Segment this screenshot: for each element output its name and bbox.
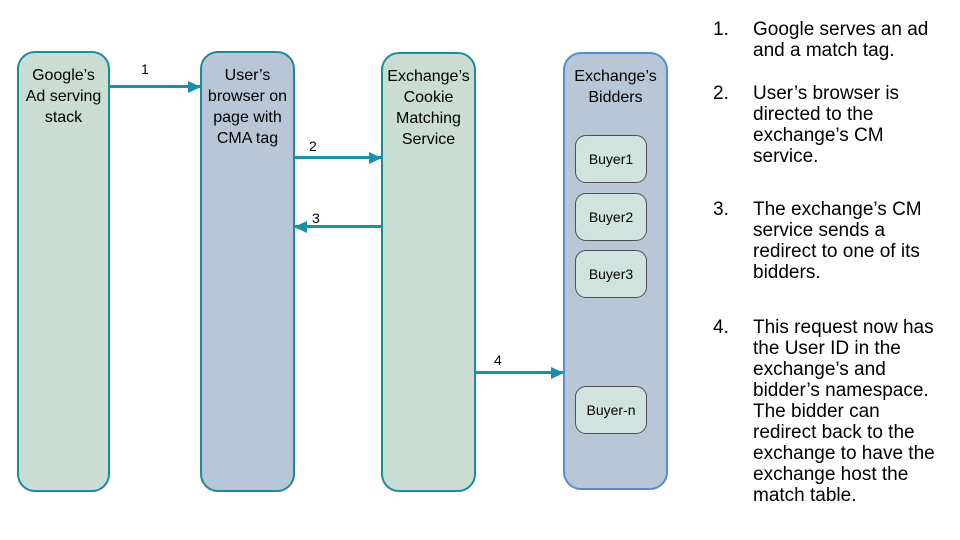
step-number-3: 3.: [713, 199, 729, 220]
buyer3-box: Buyer3: [575, 250, 647, 298]
node-label-exchange-cm-service: Exchange’s Cookie Matching Service: [387, 68, 470, 148]
arrow-4-number: 4: [494, 352, 502, 368]
buyer3-label: Buyer3: [588, 266, 634, 282]
node-exchange-bidders: Exchange’s Bidders Buyer1 Buyer2 Buyer3 …: [563, 52, 668, 490]
buyer1-label: Buyer1: [588, 151, 634, 167]
node-google-ad-stack: Google’s Ad serving stack: [17, 51, 110, 492]
node-user-browser: User’s browser on page with CMA tag: [200, 51, 295, 492]
node-label-google-ad-stack: Google’s Ad serving stack: [25, 67, 102, 126]
step-item-1: 1. Google serves an ad and a match tag.: [712, 19, 937, 61]
arrow-1: [110, 85, 200, 88]
arrow-2-number: 2: [309, 138, 317, 154]
arrow-2: [295, 156, 381, 159]
buyer-n-label: Buyer-n: [586, 402, 636, 418]
step-item-3: 3. The exchange’s CM service sends a red…: [712, 199, 937, 283]
arrow-3-number: 3: [312, 210, 320, 226]
step-number-2: 2.: [713, 83, 729, 104]
arrow-4: [476, 371, 563, 374]
step-number-1: 1.: [713, 19, 729, 40]
step-text-1: Google serves an ad and a match tag.: [753, 19, 929, 61]
step-number-4: 4.: [713, 317, 729, 338]
arrow-1-number: 1: [141, 61, 149, 77]
step-item-4: 4. This request now has the User ID in t…: [712, 317, 937, 506]
node-exchange-cm-service: Exchange’s Cookie Matching Service: [381, 52, 476, 492]
step-item-2: 2. User’s browser is directed to the exc…: [712, 83, 937, 167]
step-text-3: The exchange’s CM service sends a redire…: [753, 199, 922, 283]
step-text-4: This request now has the User ID in the …: [753, 317, 935, 506]
arrow-3: [295, 225, 381, 228]
node-label-exchange-bidders: Exchange’s Bidders: [574, 68, 657, 106]
buyer-n-box: Buyer-n: [575, 386, 647, 434]
step-text-2: User’s browser is directed to the exchan…: [753, 83, 900, 167]
buyer2-box: Buyer2: [575, 193, 647, 241]
buyer2-label: Buyer2: [588, 209, 634, 225]
buyer1-box: Buyer1: [575, 135, 647, 183]
node-label-user-browser: User’s browser on page with CMA tag: [207, 67, 288, 147]
